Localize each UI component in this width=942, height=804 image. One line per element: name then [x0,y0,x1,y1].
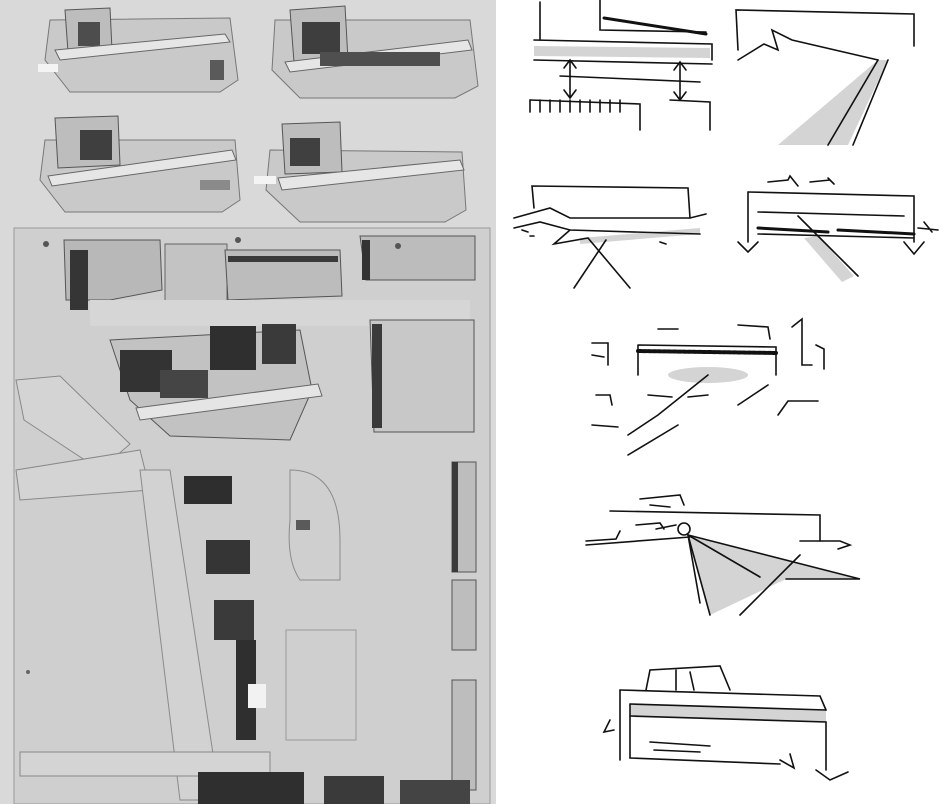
sketch-4-drawing [737,174,939,282]
sketch-5-drawing [591,317,825,456]
sketch-2-drawing [735,9,915,146]
small-model-top-right [271,5,479,99]
sketch-ramp-plan [728,0,928,150]
small-model-middle-right [254,121,467,223]
sketch-building-perspective [590,660,860,790]
sketch-bridge-section [510,178,710,298]
sketch-7-drawing [602,665,849,781]
small-model-middle-left [39,115,241,213]
site-model-board [13,227,491,804]
sketch-1-drawing [529,0,713,131]
sketch-viewpoint-cone [580,485,880,625]
sketch-plaza-perspective [588,315,858,465]
small-model-top-left [38,7,239,93]
model-photograph [0,0,496,804]
sketch-6-drawing [585,494,861,616]
sketch-section-elevations [520,0,720,150]
model-photo-drawing [13,5,491,804]
sketch-canopy-section [718,172,940,302]
sketch-3-drawing [513,185,707,289]
